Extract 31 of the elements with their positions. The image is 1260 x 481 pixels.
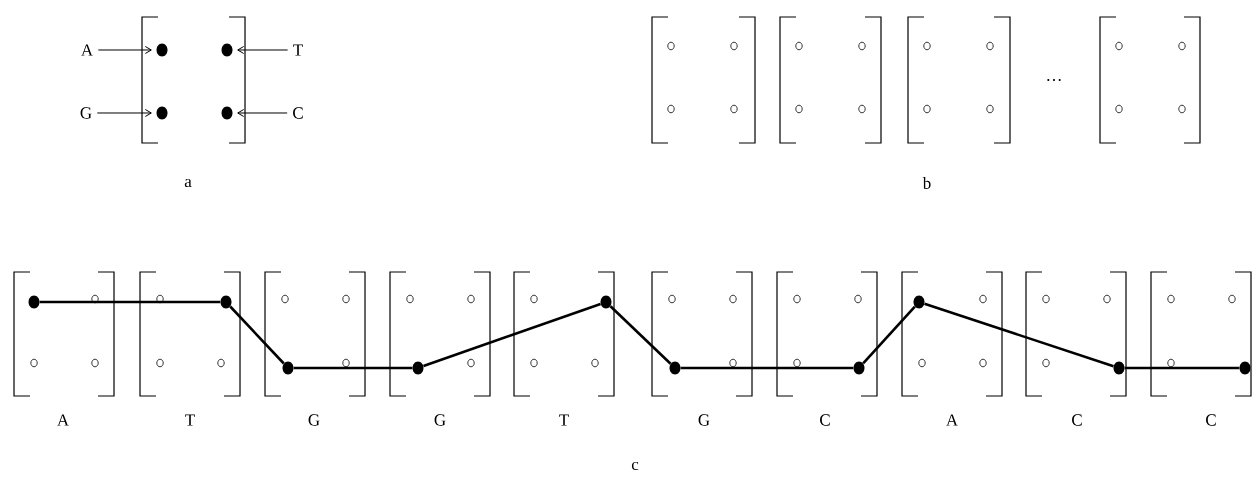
panel-label: G xyxy=(308,414,320,426)
connecting-line xyxy=(924,302,1114,368)
connecting-line xyxy=(423,302,601,368)
panel-label: A xyxy=(946,414,958,426)
connecting-line xyxy=(680,366,854,370)
panel-label: T xyxy=(185,414,195,426)
panel-label: G xyxy=(698,414,710,426)
arrow xyxy=(237,109,288,117)
panel-label: A xyxy=(57,414,69,426)
arrow xyxy=(237,46,289,54)
arrow xyxy=(96,109,152,117)
panel-label: c xyxy=(631,461,639,471)
letter: A xyxy=(81,44,93,56)
connecting-line xyxy=(293,366,413,370)
panel-label: … xyxy=(1047,79,1061,81)
panel-label: C xyxy=(1206,414,1216,426)
panel-label: b xyxy=(922,177,931,189)
panel-label: C xyxy=(820,414,830,426)
connecting-line xyxy=(229,305,285,365)
connecting-line xyxy=(39,300,221,304)
panel-label: T xyxy=(559,414,569,426)
letter: G xyxy=(80,107,92,119)
connecting-line xyxy=(1124,366,1240,370)
panel-label: G xyxy=(434,414,446,426)
panel-label: a xyxy=(184,178,192,188)
panel-label: C xyxy=(1072,414,1082,426)
arrow xyxy=(97,46,152,54)
connecting-line xyxy=(609,305,672,365)
letter: C xyxy=(293,107,303,119)
connecting-line xyxy=(862,305,916,365)
letter: T xyxy=(293,44,303,56)
